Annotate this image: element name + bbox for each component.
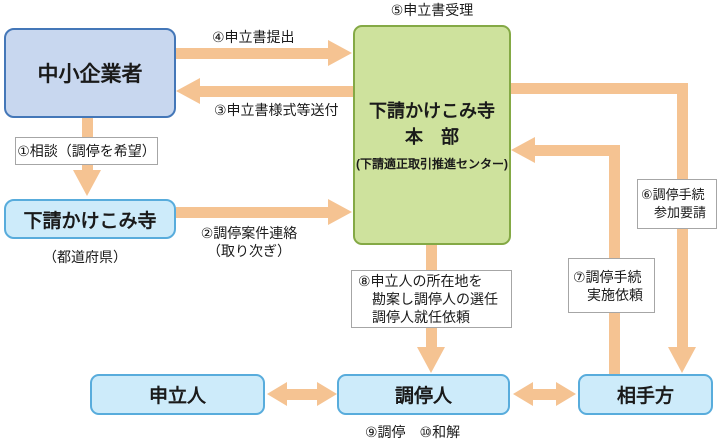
box-local-kakekomidera: 下請かけこみ寺: [4, 199, 176, 239]
arrow-mediator-otherparty-shaft: [531, 389, 558, 400]
label-step9-10: ⑨調停 ⑩和解: [365, 424, 461, 440]
label-step3: ③申立書様式等送付: [214, 102, 339, 118]
arrow-step3-head-icon: [176, 78, 200, 104]
arrow-step6-shaft-h: [511, 83, 688, 94]
label-step5: ⑤申立書受理: [390, 2, 474, 18]
label-step8-line1: ⑧申立人の所在地を: [358, 273, 483, 289]
arrow-step7-head-icon: [511, 137, 535, 163]
label-step8: ⑧申立人の所在地を 勘案し調停人の選任 調停人就任依頼: [351, 270, 512, 328]
box-other-party: 相手方: [578, 374, 713, 415]
label-step2-line1: ②調停案件連絡: [200, 225, 298, 241]
box-hq-line3: (下請適正取引推進センター): [356, 157, 508, 171]
label-step2-line2: （取り次ぎ）: [207, 243, 291, 259]
label-step4: ④申立書提出: [212, 29, 295, 45]
box-local-subtitle: （都道府県）: [43, 249, 127, 265]
box-applicant: 申立人: [90, 374, 265, 415]
arrow-mediator-otherparty-right-icon: [556, 382, 576, 406]
box-local-label: 下請かけこみ寺: [23, 210, 157, 232]
box-other-party-label: 相手方: [616, 386, 674, 407]
arrow-applicant-mediator-right-icon: [317, 382, 337, 406]
arrow-step7-shaft-h: [535, 145, 620, 156]
arrow-step3-shaft: [200, 86, 353, 97]
label-step2: ②調停案件連絡 （取り次ぎ）: [189, 224, 309, 260]
label-step7-line2: 実施依頼: [587, 286, 643, 303]
label-step6: ⑥調停手続 参加要請: [637, 179, 717, 229]
box-mediator: 調停人: [337, 374, 510, 415]
box-sme-label: 中小企業者: [37, 63, 143, 86]
label-step6-line2: 参加要請: [654, 205, 707, 220]
box-mediator-label: 調停人: [394, 386, 452, 407]
box-hq: 下請かけこみ寺 本 部 (下請適正取引推進センター): [353, 25, 511, 245]
arrow-step4-head-icon: [328, 40, 352, 66]
arrow-step4-shaft: [176, 48, 328, 59]
box-hq-line1: 下請かけこみ寺: [369, 101, 495, 121]
label-step6-line1: ⑥調停手続: [641, 187, 705, 202]
label-step8-line2: 勘案し調停人の選任: [372, 291, 498, 307]
arrow-step1-head-icon: [73, 170, 101, 196]
arrow-step8-head-icon: [417, 347, 445, 373]
box-applicant-label: 申立人: [148, 386, 206, 407]
arrow-applicant-mediator-left-icon: [267, 382, 287, 406]
arrow-step2-shaft: [176, 207, 328, 218]
arrow-step2-head-icon: [328, 199, 352, 225]
label-step8-line3: 調停人就任依頼: [372, 309, 470, 325]
arrow-applicant-mediator-shaft: [285, 389, 319, 400]
label-step1: ①相談（調停を希望）: [15, 137, 158, 165]
arrow-step6-head-icon: [668, 347, 696, 373]
box-sme: 中小企業者: [4, 28, 176, 118]
label-step7-line1: ⑦調停手続: [573, 268, 642, 285]
label-step7: ⑦調停手続 実施依頼: [568, 258, 655, 313]
arrow-mediator-otherparty-left-icon: [513, 382, 533, 406]
box-hq-line2: 本 部: [405, 127, 459, 147]
